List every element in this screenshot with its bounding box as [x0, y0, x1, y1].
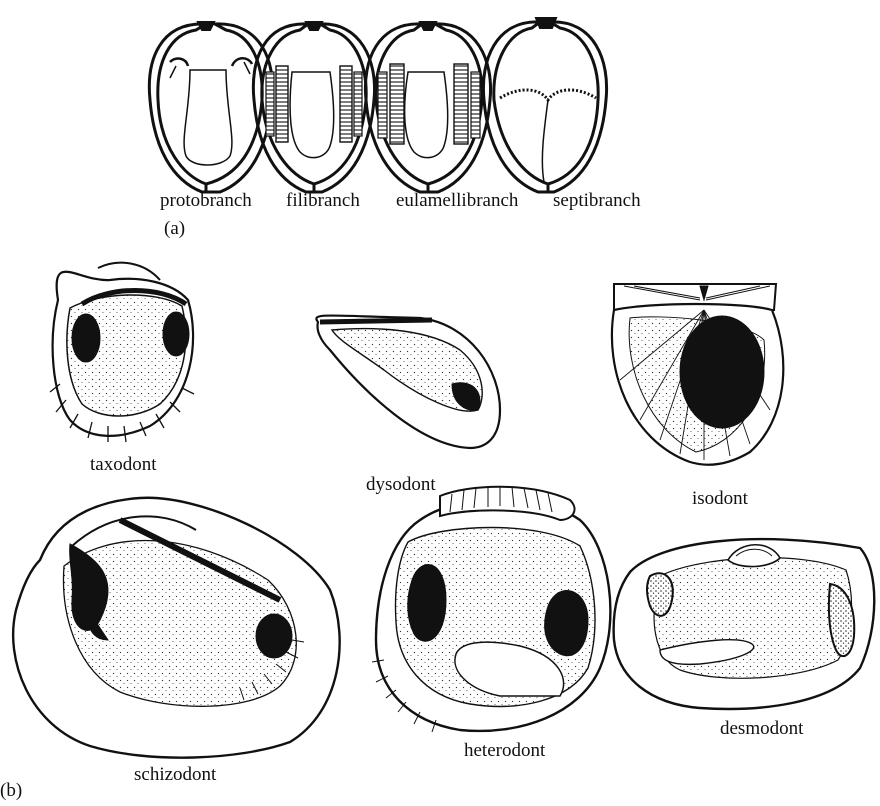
label-septibranch: septibranch — [553, 190, 641, 212]
panel-label-a: (a) — [164, 218, 185, 240]
label-protobranch: protobranch — [160, 190, 252, 212]
taxodont-shell — [50, 263, 194, 442]
label-filibranch: filibranch — [286, 190, 360, 212]
panel-label-b: (b) — [0, 780, 22, 802]
filibranch-diagram — [253, 22, 374, 192]
label-desmodont: desmodont — [720, 718, 803, 740]
label-heterodont: heterodont — [464, 740, 545, 762]
eulamellibranch-diagram — [365, 22, 490, 192]
schizodont-shell — [13, 498, 340, 758]
label-schizodont: schizodont — [134, 764, 216, 786]
heterodont-shell — [372, 486, 610, 732]
label-isodont: isodont — [692, 488, 748, 510]
desmodont-shell — [614, 539, 875, 709]
label-dysodont: dysodont — [366, 474, 436, 496]
label-eulamellibranch: eulamellibranch — [396, 190, 518, 212]
septibranch-diagram — [483, 18, 606, 192]
dysodont-shell — [316, 316, 500, 449]
isodont-shell — [612, 284, 783, 465]
label-taxodont: taxodont — [90, 454, 157, 476]
